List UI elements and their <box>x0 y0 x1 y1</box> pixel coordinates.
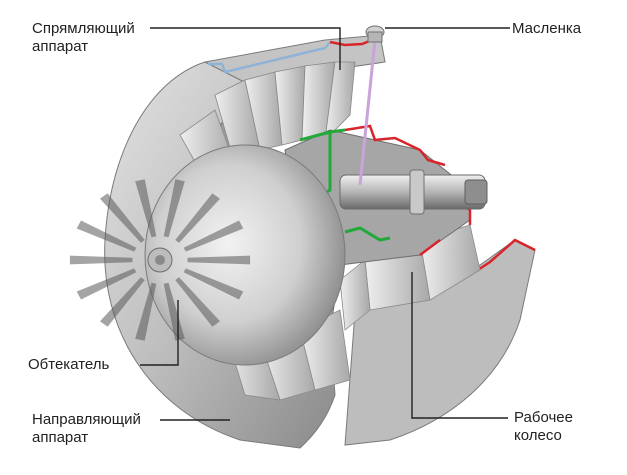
label-straightener-line1: Спрямляющий <box>32 20 135 37</box>
spinner-slot <box>187 255 251 265</box>
spinner-slot <box>100 193 145 243</box>
spinner-slot <box>175 277 220 327</box>
label-guide-vanes-line2: аппарат <box>32 429 89 446</box>
straightener-vanes <box>179 61 356 181</box>
oil-tube <box>358 39 377 186</box>
spinner-slot <box>163 282 185 341</box>
upper-section-blue-edge <box>208 41 331 74</box>
label-straightener-line2: аппарат <box>32 38 89 55</box>
spinner-slot <box>163 179 185 238</box>
leader-impeller <box>411 272 508 419</box>
spinner <box>144 144 346 366</box>
label-fairing-line1: Обтекатель <box>28 356 110 373</box>
spinner-slots <box>69 179 251 341</box>
label-impeller-line1: Рабочее <box>514 409 573 426</box>
leader-lines <box>140 27 510 421</box>
spinner-slot <box>183 220 244 252</box>
label-guide-vanes: Направляющий аппарат <box>32 411 141 447</box>
label-impeller-line2: колесо <box>514 427 562 444</box>
label-fairing: Обтекатель <box>28 356 109 374</box>
spinner-slot <box>135 179 157 238</box>
label-guide-vanes-line1: Направляющий <box>32 411 141 428</box>
shaft-end <box>464 179 488 205</box>
leader-straightener <box>150 27 341 70</box>
spinner-nose-center <box>155 255 165 265</box>
spinner-slot <box>175 193 220 243</box>
label-impeller: Рабочее колесо <box>514 409 573 445</box>
spinner-slot <box>76 268 137 300</box>
spinner-slot <box>76 220 137 252</box>
oiler-body <box>367 31 383 43</box>
spinner-slot <box>135 282 157 341</box>
shaft-collar <box>409 169 425 215</box>
spinner-slot <box>100 277 145 327</box>
leader-fairing <box>140 300 179 366</box>
spinner-slot <box>69 255 133 265</box>
spinner-slot <box>183 268 244 300</box>
label-oiler: Масленка <box>512 20 581 38</box>
label-oiler-line1: Масленка <box>512 20 582 37</box>
label-straightener: Спрямляющий аппарат <box>32 20 135 56</box>
